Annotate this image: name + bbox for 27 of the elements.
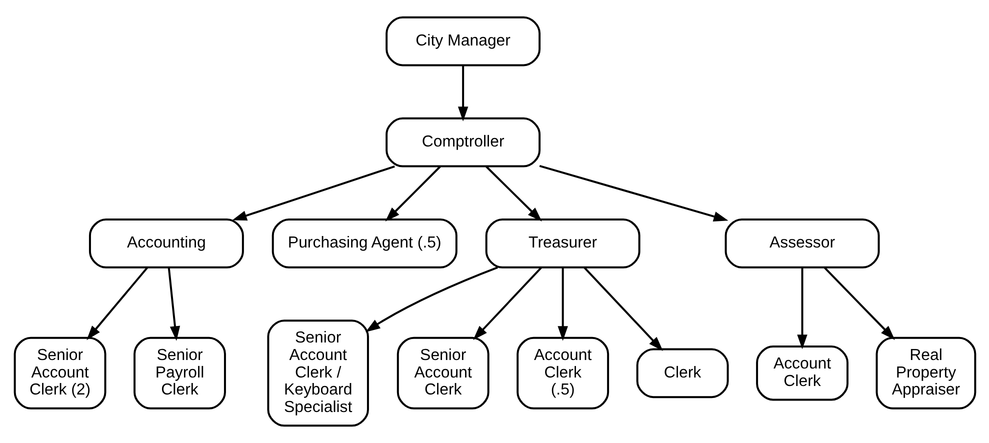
arrow xyxy=(796,267,807,350)
node-box: Account Clerk xyxy=(756,346,848,401)
arrow xyxy=(485,166,542,222)
node-box: Senior Account Clerk / Keyboard Specialist xyxy=(266,320,368,427)
node-box: Senior Payroll Clerk xyxy=(133,336,226,410)
arrow xyxy=(365,266,498,332)
arrow xyxy=(384,166,440,222)
arrow xyxy=(232,165,394,221)
node-box: Comptroller xyxy=(385,117,540,168)
node-box: Assessor xyxy=(724,218,880,268)
arrow xyxy=(538,164,728,222)
node-box: Purchasing Agent (.5) xyxy=(271,218,457,268)
arrow xyxy=(167,267,180,341)
node-box: Senior Account Clerk xyxy=(396,336,489,410)
node-box: Clerk xyxy=(636,348,728,398)
arrow xyxy=(823,266,894,340)
arrow xyxy=(557,267,568,341)
node-box: Account Clerk (.5) xyxy=(516,336,609,410)
arrow xyxy=(457,65,468,122)
arrow xyxy=(583,266,662,352)
node-box: City Manager xyxy=(385,16,540,66)
arrow xyxy=(86,266,148,340)
arrow xyxy=(472,266,542,340)
node-box: Real Property Appraiser xyxy=(875,336,976,410)
node-box: Senior Account Clerk (2) xyxy=(13,336,106,410)
node-box: Accounting xyxy=(88,218,244,268)
node-box: Treasurer xyxy=(484,218,640,268)
